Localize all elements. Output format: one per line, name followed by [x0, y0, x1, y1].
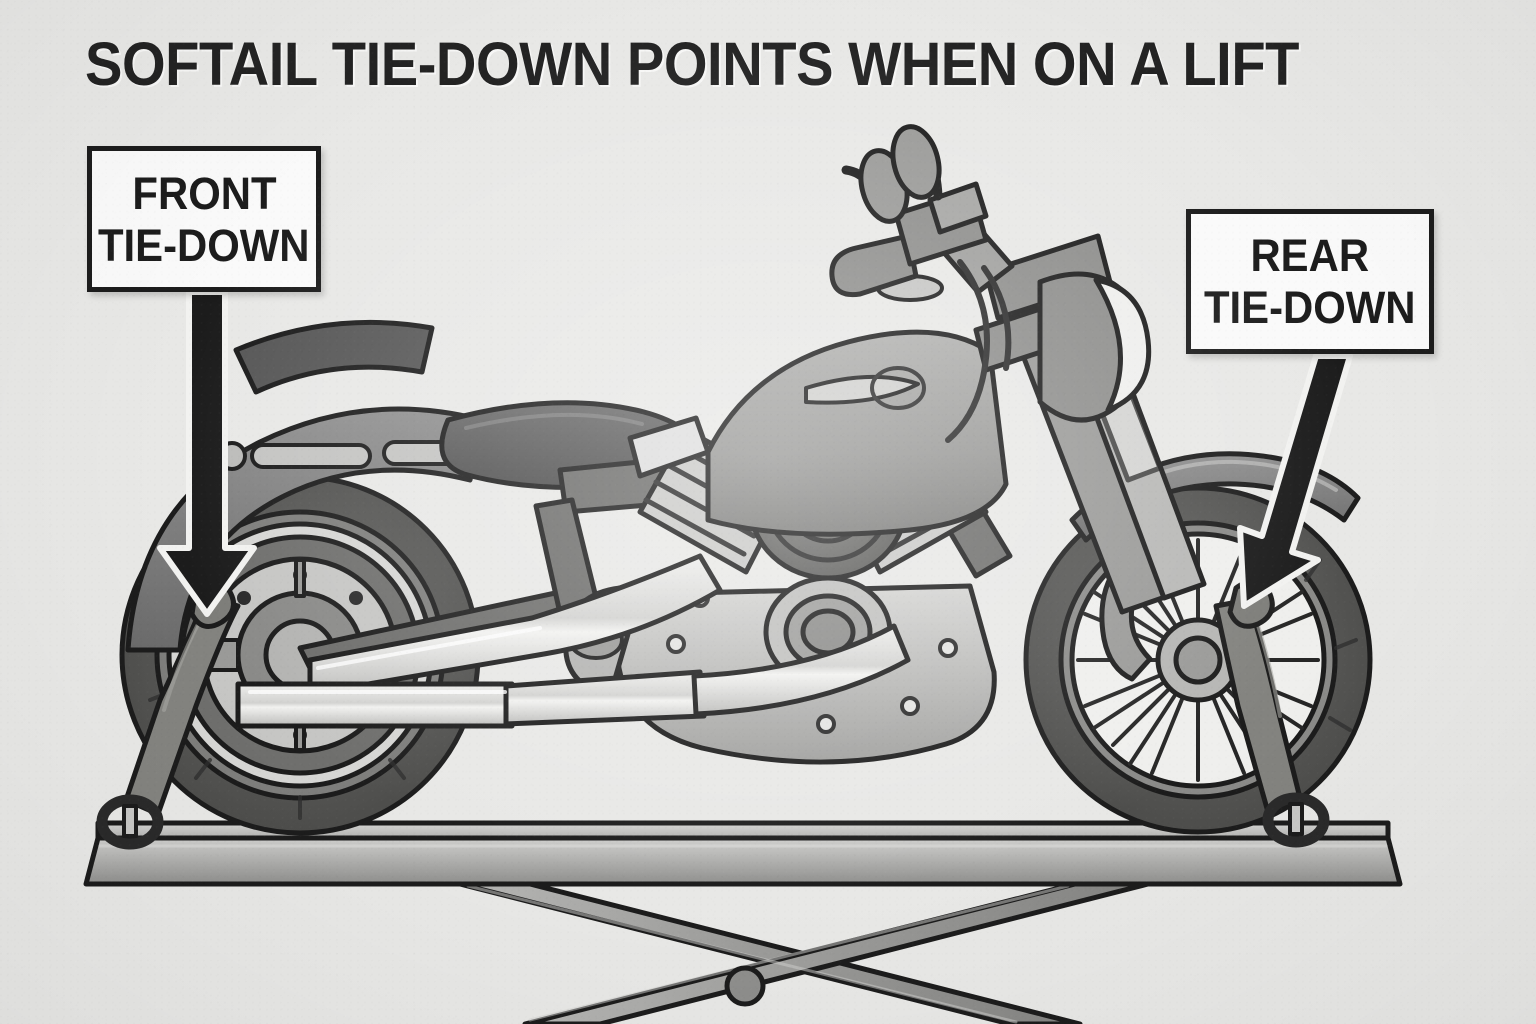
- headlight: [1037, 271, 1152, 423]
- fuel-tank: [705, 274, 1009, 537]
- tie-down-straps: [96, 577, 1330, 850]
- callout-rear-line1: REAR: [1250, 230, 1370, 281]
- right-mirror: [890, 124, 942, 200]
- front-anchor-loop: [1227, 578, 1275, 629]
- rear-anchor-loop: [189, 577, 237, 629]
- callout-rear-line2: TIE-DOWN: [1204, 282, 1416, 333]
- page-title: SOFTAIL TIE-DOWN POINTS WHEN ON A LIFT: [85, 30, 1299, 98]
- exhaust-pipes: [235, 553, 911, 729]
- callout-rear-tie-down: REAR TIE-DOWN: [1186, 209, 1434, 354]
- lift-table: [83, 820, 1403, 887]
- tank-badge: [804, 374, 920, 405]
- hand-grip: [829, 233, 919, 298]
- callout-front-line2: TIE-DOWN: [98, 219, 310, 271]
- left-d-ring-hook: [96, 794, 164, 850]
- handlebars: [829, 124, 1015, 443]
- pivot-bolt-icon: [724, 965, 766, 1007]
- lift-scissor-legs: [457, 881, 1151, 1024]
- primary-cover: [763, 575, 893, 689]
- callout-front-line1: FRONT: [131, 167, 277, 219]
- callout-front-tie-down: FRONT TIE-DOWN: [87, 146, 321, 292]
- right-d-ring-hook: [1262, 792, 1330, 848]
